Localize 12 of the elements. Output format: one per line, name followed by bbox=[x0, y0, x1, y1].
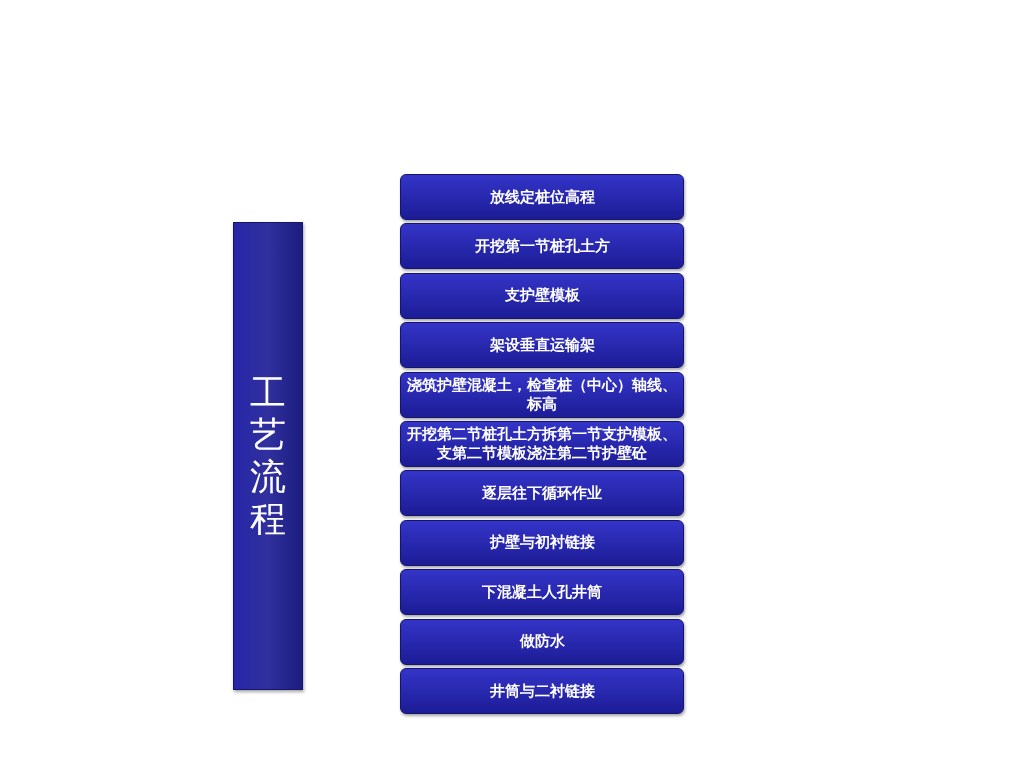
process-step-box: 井筒与二衬链接 bbox=[400, 668, 684, 714]
process-step-box: 支护壁模板 bbox=[400, 272, 684, 319]
process-step-box: 开挖第一节桩孔土方 bbox=[400, 223, 684, 270]
process-step-box: 下混凝土人孔井筒 bbox=[400, 569, 684, 616]
process-step-box: 放线定桩位高程 bbox=[400, 174, 684, 220]
process-step-box: 做防水 bbox=[400, 618, 684, 665]
title-bar: 工艺流程 bbox=[233, 222, 303, 690]
process-step-box: 架设垂直运输架 bbox=[400, 322, 684, 369]
process-step-box: 浇筑护壁混凝土，检查桩（中心）轴线、标高 bbox=[400, 371, 684, 418]
process-step-box: 护壁与初衬链接 bbox=[400, 519, 684, 566]
process-step-box: 逐层往下循环作业 bbox=[400, 470, 684, 517]
process-step-box: 开挖第二节桩孔土方拆第一节支护模板、支第二节模板浇注第二节护壁砼 bbox=[400, 421, 684, 467]
